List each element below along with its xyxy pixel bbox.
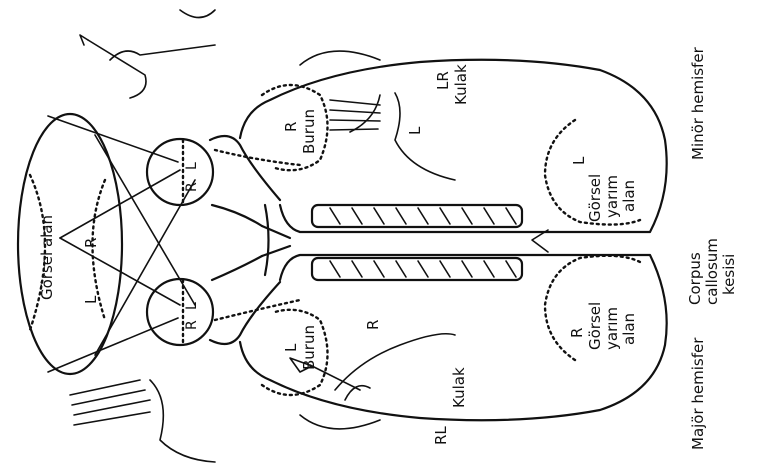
- label-gorsel-bottom: Görsel: [586, 302, 604, 350]
- label-LR: LR: [434, 71, 452, 90]
- label-yarim-top: yarım: [603, 175, 621, 218]
- label-gorsel-top: Görsel: [586, 174, 604, 222]
- label-L-burun: L: [282, 343, 300, 352]
- visual-field-R: R: [82, 238, 100, 248]
- hand-left-top: [330, 93, 455, 180]
- visual-field-L: L: [82, 295, 100, 304]
- label-kulak-bottom: Kulak: [450, 367, 468, 408]
- corpus-callosum: [312, 205, 548, 280]
- label-yarim-bottom: yarım: [603, 307, 621, 350]
- label-L-hand: L: [406, 126, 424, 135]
- label-corpus: Corpus: [686, 252, 704, 305]
- visual-field-label: Görsel alan: [38, 215, 56, 300]
- eye-top-L: L: [184, 162, 200, 170]
- eye-top-R: R: [184, 182, 200, 192]
- label-kulak-top: Kulak: [452, 64, 470, 105]
- label-R-hand: R: [364, 320, 382, 330]
- label-RL: RL: [432, 426, 450, 445]
- label-burun-top: Burun: [300, 109, 318, 154]
- label-R-gorsel: R: [568, 328, 586, 338]
- label-minor-hemisphere: Minör hemisfer: [689, 46, 707, 160]
- label-alan-top: alan: [620, 180, 638, 212]
- label-R-burun: R: [282, 122, 300, 132]
- label-L-gorsel: L: [570, 156, 588, 165]
- label-burun-bottom: Burun: [300, 325, 318, 370]
- label-kesisi: kesisi: [720, 254, 738, 295]
- eye-top: R L: [147, 139, 213, 205]
- outer-labels: Minör hemisfer Majör hemisfer Corpus cal…: [686, 46, 738, 450]
- label-major-hemisphere: Majör hemisfer: [689, 337, 707, 450]
- eye-bottom-L: L: [184, 302, 200, 310]
- label-alan-bottom: alan: [620, 313, 638, 345]
- hand-outside-bottom: [70, 380, 215, 462]
- eye-bottom-R: R: [184, 320, 200, 330]
- optic-tracts: [210, 136, 300, 344]
- hand-outside-top: [80, 10, 215, 98]
- label-callosum: callosum: [703, 238, 721, 305]
- eye-bottom: R L: [147, 279, 213, 345]
